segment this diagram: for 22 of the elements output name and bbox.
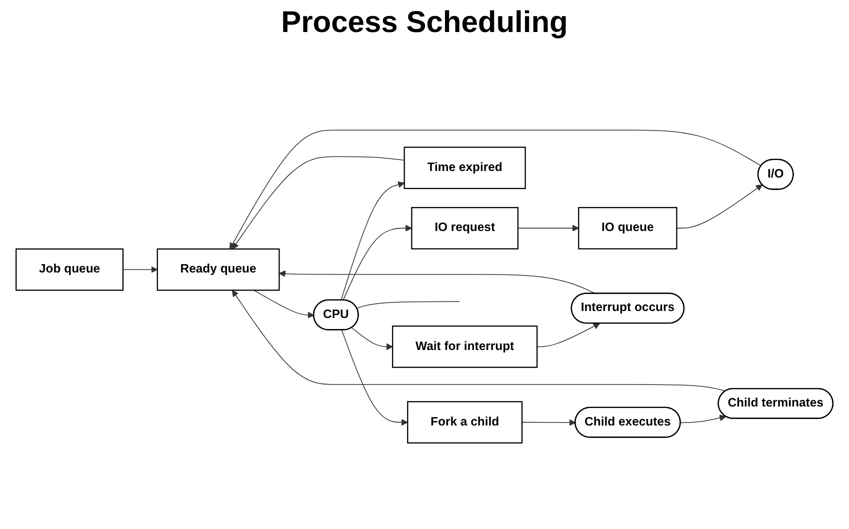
arrow <box>676 184 762 229</box>
arrow <box>341 330 408 426</box>
arrow <box>351 327 393 350</box>
node-box: Ready queue <box>156 248 280 291</box>
arrow <box>122 266 158 273</box>
node-box: Wait for interrupt <box>392 326 538 368</box>
arrow <box>680 414 726 424</box>
arrow <box>232 290 726 392</box>
arrow <box>536 323 600 348</box>
arrow <box>522 419 576 426</box>
node-box: Fork a child <box>407 401 523 444</box>
node-box: IO request <box>411 207 518 250</box>
arrow <box>254 290 314 318</box>
arrow <box>232 156 405 250</box>
node-box: IO queue <box>578 207 678 250</box>
arrow <box>342 224 412 301</box>
diagram-title: Process Scheduling <box>280 6 569 40</box>
node-box: Job queue <box>16 248 124 291</box>
arrow <box>230 130 762 250</box>
node-box: Time expired <box>404 146 526 190</box>
arrow <box>518 224 579 232</box>
arrow <box>340 181 405 301</box>
